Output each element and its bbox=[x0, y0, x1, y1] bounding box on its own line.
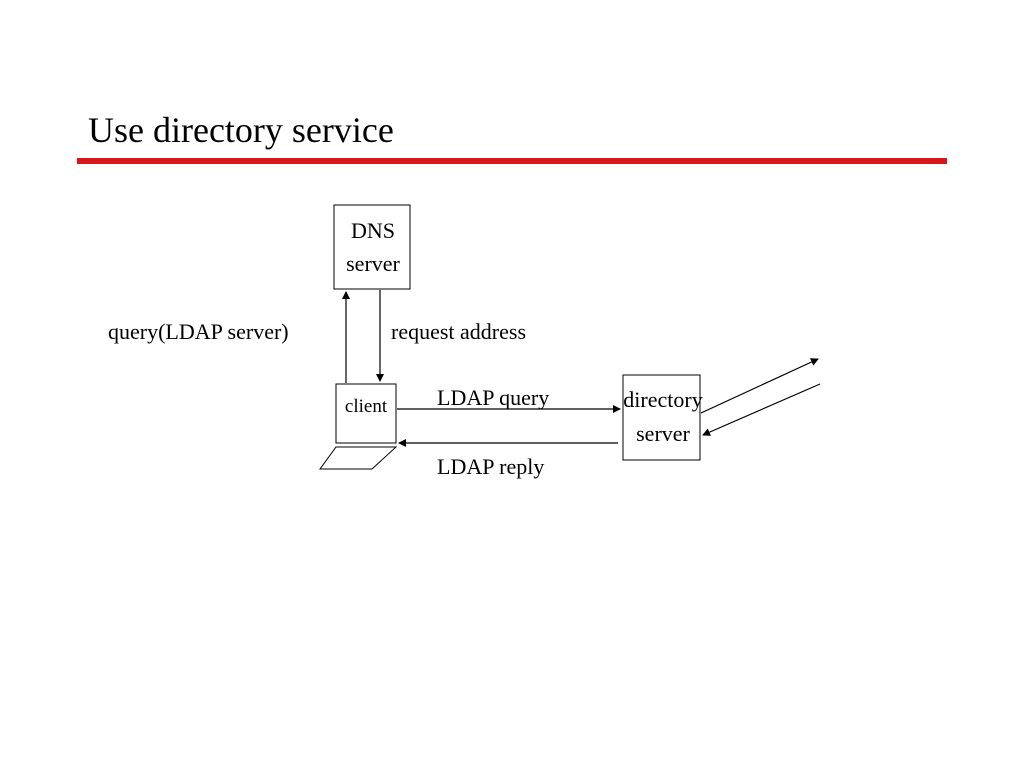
dns-server-label-line2: server bbox=[346, 251, 400, 276]
client-screen bbox=[335, 383, 397, 444]
request-address-label: request address bbox=[391, 319, 526, 344]
dns-server-label-line1: DNS bbox=[351, 218, 395, 243]
client-keyboard bbox=[319, 446, 398, 470]
directory-server-node: directory server bbox=[622, 374, 703, 461]
directory-incoming-arrow bbox=[702, 383, 821, 436]
directory-server-label-line2: server bbox=[636, 421, 690, 446]
dns-server-node: DNS server bbox=[333, 204, 411, 290]
client-label: client bbox=[345, 396, 388, 417]
client-node: client bbox=[319, 383, 398, 470]
query-ldap-server-label: query(LDAP server) bbox=[108, 319, 289, 344]
title-divider bbox=[77, 158, 947, 164]
ldap-query-label: LDAP query bbox=[437, 385, 549, 410]
directory-server-box bbox=[622, 374, 701, 461]
page-title: Use directory service bbox=[88, 110, 394, 150]
dns-server-box bbox=[333, 204, 411, 290]
ldap-reply-label: LDAP reply bbox=[437, 454, 544, 479]
directory-server-label-line1: directory bbox=[623, 387, 702, 412]
directory-outgoing-arrow bbox=[700, 358, 819, 414]
